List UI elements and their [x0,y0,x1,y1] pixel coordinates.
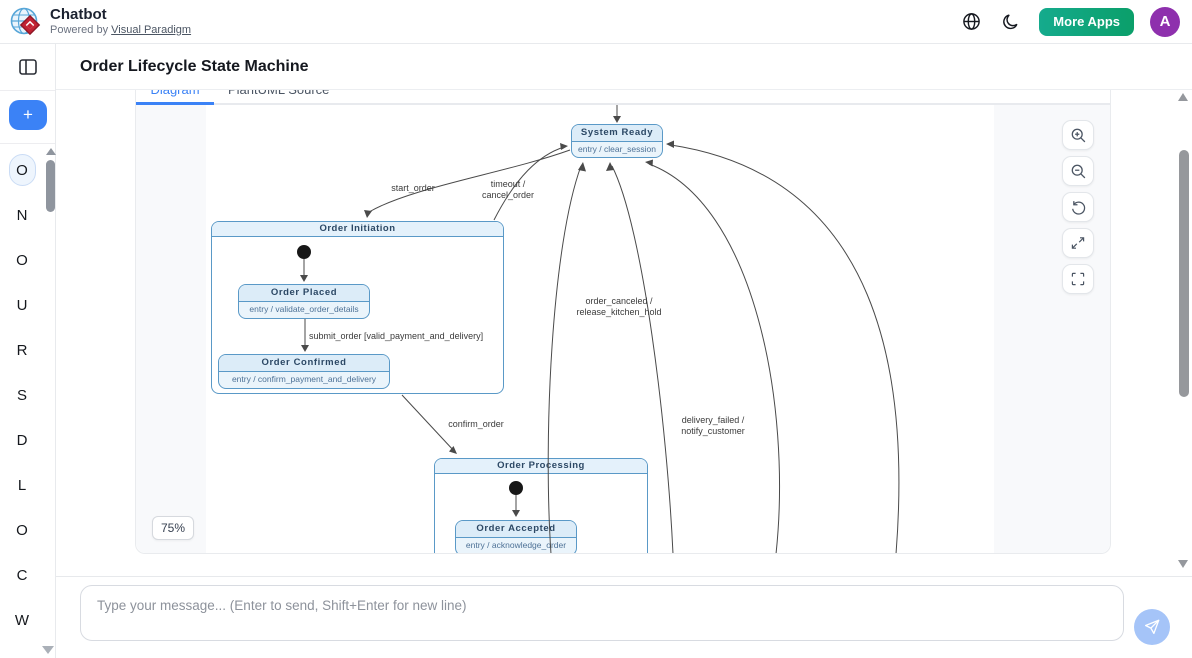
sidebar-item[interactable]: C [16,567,28,584]
transition-label-submit-order: submit_order [valid_payment_and_delivery… [309,331,484,341]
initial-state-dot [509,481,523,495]
chat-scroll-down-icon[interactable] [1178,560,1188,568]
sidebar-scrollbar-thumb[interactable] [46,160,55,212]
dark-mode-button[interactable] [999,10,1023,34]
fullscreen-button[interactable] [1062,264,1094,294]
transition-label-timeout: timeout / cancel_order [481,179,535,200]
state-entry-action: entry / confirm_payment_and_delivery [231,374,377,384]
sidebar-item[interactable]: O [16,522,28,539]
zoom-out-button[interactable] [1062,156,1094,186]
more-apps-button[interactable]: More Apps [1039,7,1134,36]
conversation-sidebar: + O N O U R S D L O C W [0,44,56,658]
state-title: System Ready [572,125,662,142]
sidebar-item[interactable]: N [16,207,28,224]
globe-icon [962,13,980,30]
sidebar-item[interactable]: R [16,342,28,359]
chat-scroll-up-icon[interactable] [1178,93,1188,101]
sidebar-scroll-down-icon[interactable] [42,646,54,654]
tab-underline [136,102,1110,105]
zoom-in-button[interactable] [1062,120,1094,150]
transition-label-order-canceled: order_canceled / release_kitchen_hold [576,296,662,317]
sidebar-item[interactable]: S [16,387,27,404]
state-title: Order Processing [435,459,647,474]
state-order-confirmed: Order Confirmed entry / confirm_payment_… [218,354,390,389]
moon-icon [1003,13,1018,29]
transition-label-confirm-order: confirm_order [448,419,504,429]
powered-by: Powered by Visual Paradigm [50,23,192,36]
sidebar-list: O N O U R S D L O C W [0,150,44,658]
state-system-ready: System Ready entry / clear_session [571,124,663,158]
state-title: Order Initiation [212,222,503,237]
app-title: Chatbot [50,5,107,23]
sidebar-scroll-up-icon[interactable] [46,148,56,155]
state-title: Order Placed [239,285,369,302]
expand-icon [1071,237,1085,249]
sidebar-item[interactable]: O [8,154,36,186]
sidebar-item[interactable]: D [16,432,28,449]
app-header: Chatbot Powered by Visual Paradigm More … [0,0,1192,44]
tab-diagram[interactable]: Diagram [136,90,214,102]
panel-toggle-icon [18,59,37,75]
page-title-bar: Order Lifecycle State Machine [56,44,1192,90]
visual-paradigm-link[interactable]: Visual Paradigm [111,23,192,36]
message-composer [56,576,1192,658]
sidebar-item[interactable]: L [17,477,27,494]
diagram-canvas: Order Initiation Order Processing System… [206,105,994,553]
initial-state-dot [297,245,311,259]
message-input[interactable] [80,585,1124,641]
new-chat-button[interactable]: + [9,100,47,130]
transition-label-start-order: start_order [391,183,435,193]
sidebar-item[interactable]: U [16,297,28,314]
page-title: Order Lifecycle State Machine [80,57,309,75]
send-button[interactable] [1134,609,1170,645]
visual-paradigm-logo-icon [10,7,41,35]
state-entry-action: entry / acknowledge_order [465,540,567,550]
paper-plane-icon [1144,619,1160,635]
diagram-viewport: Order Initiation Order Processing System… [136,105,1110,553]
zoom-in-icon [1071,128,1085,142]
user-avatar[interactable]: A [1150,6,1180,37]
zoom-level-badge: 75% [152,516,195,540]
diagram-message-card: Diagram PlantUML Source Order Initiation… [135,90,1111,554]
transition-label-delivery-failed: delivery_failed / notify_customer [681,415,745,436]
diagram-zoom-toolbar [1062,120,1094,294]
sidebar-divider [0,90,55,91]
reset-view-button[interactable] [1062,192,1094,222]
sidebar-divider [0,143,55,144]
state-entry-action: entry / validate_order_details [249,304,359,314]
sidebar-item[interactable]: W [14,612,30,629]
active-tab-indicator [136,102,214,105]
tab-strip: Diagram PlantUML Source [136,90,1110,102]
state-title: Order Confirmed [219,355,389,372]
state-order-accepted: Order Accepted entry / acknowledge_order [455,520,577,553]
state-order-placed: Order Placed entry / validate_order_deta… [238,284,370,319]
sidebar-item[interactable]: O [16,252,28,269]
sidebar-toggle-button[interactable] [17,57,39,77]
tab-plantuml-source[interactable]: PlantUML Source [228,90,329,102]
expand-button[interactable] [1062,228,1094,258]
state-title: Order Accepted [456,521,576,538]
reset-view-icon [1071,200,1085,215]
state-entry-action: entry / clear_session [578,144,656,154]
fullscreen-icon [1071,272,1085,286]
language-globe-button[interactable] [959,10,983,34]
chat-scrollbar-thumb[interactable] [1179,150,1189,397]
zoom-out-icon [1071,164,1085,178]
